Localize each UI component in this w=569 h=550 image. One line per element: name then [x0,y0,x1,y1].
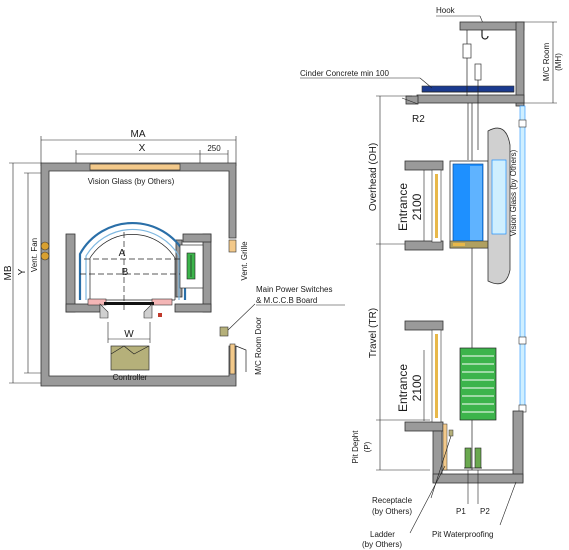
plan-vision-glass-label: Vision Glass (by Others) [88,177,175,186]
hoistway-right-wall [202,233,212,313]
machine-room-door [229,343,236,375]
entrance-jamb-left [99,303,109,319]
bottom-landing-slab-upper [404,320,444,331]
entrance-jamb-right [143,303,153,319]
main-power-switch-icon [219,326,229,337]
car-glass-arch [78,221,187,300]
hook-label: Hook [436,6,456,15]
vent-fan-icon [40,241,50,261]
cinder-concrete-label: Cinder Concrete min 100 [300,69,389,78]
pit-p-label: (P) [363,441,372,452]
ladder-label: Ladder [370,530,395,539]
dim-b: B [122,267,129,278]
top-landing-slab-lower [404,240,444,251]
receptacle-by-label: (by Others) [372,507,412,516]
mc-room-roof [459,21,525,31]
entrance-top-2100: 2100 [410,193,424,220]
dim-w: W [124,329,134,340]
hook-icon [481,30,489,40]
controller-label: Controller [113,373,148,382]
pit-waterproofing-label: Pit Waterproofing [432,530,494,539]
hoistway-bottom-right-wall [174,303,212,313]
top-landing-slab-upper [404,160,444,171]
car-sill-yellow [453,243,465,246]
entrance-bottom-label: Entrance [396,364,410,412]
pit-ladder [442,423,448,471]
vent-grille-label: Vent. Grille [240,241,249,281]
buffer-p2 [474,447,482,469]
plan-outer-wall [40,162,237,387]
machine-room-door-label: M/C Room Door [254,317,263,375]
mc-room-label: M/C Room [542,43,551,82]
plan-view: MA X 250 MB Y Vision Glass (by Others) V… [3,129,345,387]
vent-fan-label: Vent. Fan [30,238,39,272]
entrance-bottom-2100: 2100 [410,374,424,401]
dim-ma: MA [131,129,146,140]
p1-label: P1 [456,507,466,516]
overhead-label: Overhead (OH) [368,143,379,211]
ladder-by-label: (by Others) [362,540,402,549]
mc-room-right-wall [515,21,525,107]
car-sill [104,302,154,305]
dim-a: A [119,248,126,259]
travel-label: Travel (TR) [368,308,379,358]
pit-depth-label: Pit Depht [351,430,360,464]
bottom-landing-slab-lower [404,421,444,432]
dim-x: X [139,143,146,154]
hoistway-left-wall [65,233,76,313]
pit-right-wall [512,410,524,483]
vent-grille-icon [228,239,237,253]
power-switch-label: Main Power Switches [256,285,332,294]
car-door-right [151,298,173,306]
buffer-p1 [464,447,472,469]
r2-label: R2 [412,114,425,125]
dim-y: Y [17,268,28,275]
section-view: Hook Cinder Concrete min 100 M/C Room (M… [300,6,563,549]
controller-cabinet [110,345,150,371]
cinder-concrete [421,85,515,93]
mccb-label: & M.C.C.B Board [256,296,317,305]
receptacle-label: Receptacle [372,496,413,505]
vision-glass-section-label: Vision Glass (by Others) [509,149,518,236]
hoistway-right-top-wall [182,233,212,243]
hoistway-right-rail [519,105,526,412]
dim-250: 250 [207,144,221,153]
car-door-left [87,298,107,306]
car-glass-arch-inner [85,228,180,300]
mc-room-floor [416,94,525,104]
counterweight-section [459,347,497,421]
entrance-top-label: Entrance [396,183,410,231]
pit-receptacle [448,429,454,437]
dim-mb: MB [3,265,14,280]
mh-label: (MH) [554,53,563,71]
vision-glass-window [89,163,181,171]
hoist-machine [462,43,472,59]
p2-label: P2 [480,507,490,516]
